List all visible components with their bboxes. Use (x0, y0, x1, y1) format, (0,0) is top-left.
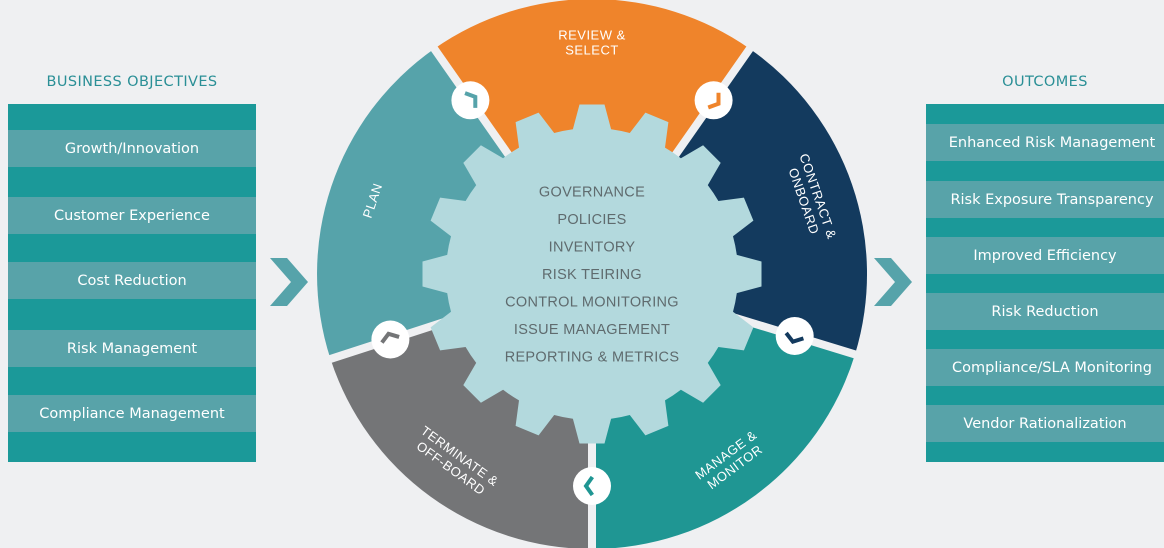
gear-item-label: RISK TEIRING (542, 267, 642, 283)
flow-arrow-icon (874, 258, 912, 306)
chevron-badge (694, 81, 733, 120)
gear-item-label: ISSUE MANAGEMENT (514, 322, 670, 338)
objective-item: Customer Experience (8, 197, 256, 234)
outcomes-title: OUTCOMES (1002, 74, 1088, 90)
segment-label-review-select: REVIEW &SELECT (558, 28, 626, 58)
outcome-item: Vendor Rationalization (926, 405, 1164, 442)
business-objectives-panel: Growth/Innovation Customer Experience Co… (8, 104, 256, 462)
chevron-badge (573, 467, 611, 505)
gear-item-label: POLICIES (557, 212, 626, 228)
chevron-icon (775, 317, 814, 355)
chevron-icon (451, 81, 490, 120)
objective-item: Compliance Management (8, 395, 256, 432)
chevron-badge (775, 317, 814, 355)
outcome-item: Improved Efficiency (926, 237, 1164, 274)
segment-label-line: SELECT (565, 43, 619, 58)
chevron-icon (573, 467, 611, 505)
gear-item-label: REPORTING & METRICS (505, 350, 680, 366)
chevron-icon (694, 81, 733, 120)
objective-item: Cost Reduction (8, 262, 256, 299)
chevron-mark (583, 475, 594, 497)
flow-arrow-right-shape (874, 258, 912, 306)
outcome-item: Compliance/SLA Monitoring (926, 349, 1164, 386)
outcomes-panel: Enhanced Risk Management Risk Exposure T… (926, 104, 1164, 462)
chevron-mark (464, 91, 478, 108)
chevron-mark (784, 331, 805, 345)
objective-item: Growth/Innovation (8, 130, 256, 167)
gear-item-label: INVENTORY (549, 240, 636, 256)
outcome-item: Enhanced Risk Management (926, 124, 1164, 161)
gear-item-label: GOVERNANCE (539, 185, 645, 201)
chevron-mark (380, 331, 400, 344)
chevron-mark (707, 92, 721, 110)
chevron-icon (371, 320, 410, 359)
flow-arrow-icon (270, 258, 308, 306)
center-gear (422, 104, 762, 444)
flow-arrow-left-shape (270, 258, 308, 306)
segment-label-line: REVIEW & (558, 28, 626, 43)
business-objectives-title: BUSINESS OBJECTIVES (46, 74, 218, 90)
outcome-item: Risk Exposure Transparency (926, 181, 1164, 218)
outcome-item: Risk Reduction (926, 293, 1164, 330)
objective-item: Risk Management (8, 330, 256, 367)
chevron-badge (371, 320, 410, 359)
chevron-badge (451, 81, 490, 120)
gear-item-label: CONTROL MONITORING (505, 295, 679, 311)
